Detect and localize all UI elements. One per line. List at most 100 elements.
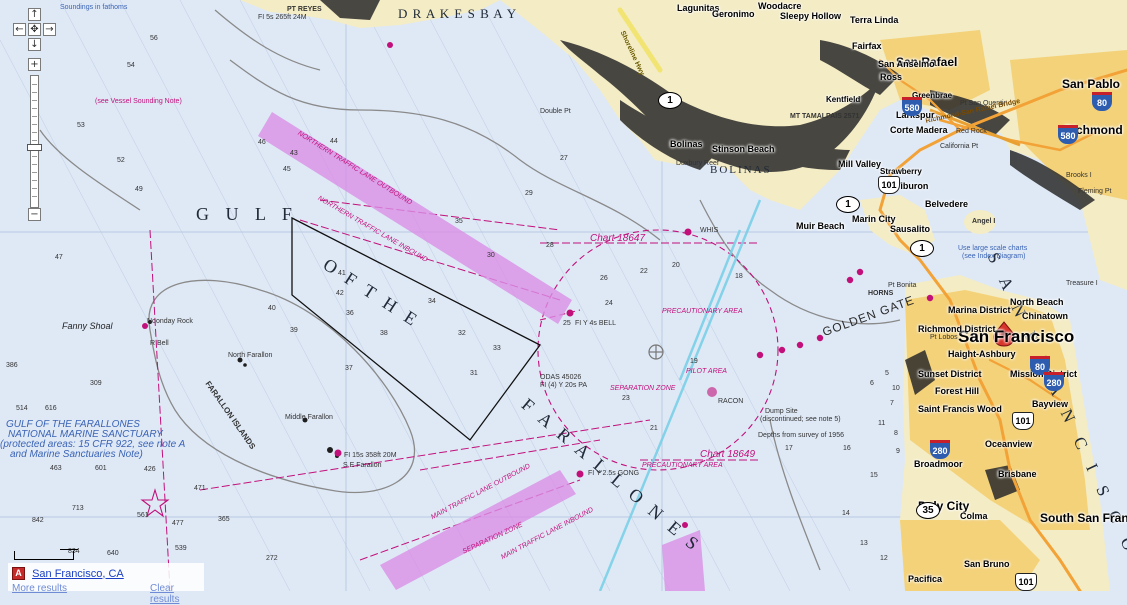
horns-label: HORNS: [868, 290, 894, 297]
zoom-tick: [32, 188, 37, 189]
sounding: 13: [860, 540, 868, 547]
sounding: 38: [380, 330, 388, 337]
pilot-area-label: PILOT AREA: [686, 368, 727, 375]
city-san-rafael[interactable]: San Rafael: [896, 55, 958, 69]
district-bayview[interactable]: Bayview: [1032, 399, 1069, 409]
district-marina[interactable]: Marina District: [948, 305, 1011, 315]
city-ross[interactable]: Ross: [880, 72, 903, 82]
city-terra-linda[interactable]: Terra Linda: [850, 15, 899, 25]
district-haight-ashbury[interactable]: Haight-Ashbury: [948, 349, 1016, 359]
result-location-link[interactable]: San Francisco, CA: [32, 567, 124, 580]
pan-down-button[interactable]: ↓: [28, 38, 41, 51]
racon-label: RACON: [718, 398, 744, 405]
bolinas-bay-label: BOLINAS: [710, 164, 772, 176]
city-mill-valley[interactable]: Mill Valley: [838, 159, 882, 169]
result-row[interactable]: A San Francisco, CA: [12, 567, 124, 580]
city-corte-madera[interactable]: Corte Madera: [890, 125, 948, 135]
i80-shield-sf: 80: [1030, 356, 1050, 375]
pt-reyes-label: PT REYES: [287, 6, 322, 13]
sounding: 35: [455, 218, 463, 225]
double-point-label: Double Pt: [540, 108, 571, 115]
pan-center-button[interactable]: ✥: [28, 23, 41, 36]
pan-right-button[interactable]: →: [43, 23, 56, 36]
city-san-anselmo[interactable]: San Anselmo: [878, 59, 935, 69]
city-richmond[interactable]: Richmond: [1064, 123, 1123, 137]
treasure-island-label: Treasure I: [1066, 280, 1098, 287]
city-sleepy-hollow[interactable]: Sleepy Hollow: [780, 11, 842, 21]
city-greenbrae[interactable]: Greenbrae: [912, 91, 953, 100]
chart-18649-label: Chart 18649: [700, 449, 756, 460]
hwy-1-shield-north: 1: [658, 92, 682, 109]
brooks-island-label: Brooks I: [1066, 172, 1092, 179]
duxbury-reef-label: Duxbury Reef: [676, 160, 719, 167]
nautical-chart-map[interactable]: D R A K E S B A Y G U L F O F T H E F A …: [0, 0, 1127, 591]
city-muir-beach[interactable]: Muir Beach: [796, 221, 845, 231]
district-forest-hill[interactable]: Forest Hill: [935, 386, 980, 396]
sounding: 37: [345, 365, 353, 372]
city-bolinas[interactable]: Bolinas: [670, 139, 703, 149]
city-marin-city[interactable]: Marin City: [852, 214, 896, 224]
bell-label: R Bell: [150, 340, 169, 347]
dump-site-label: Dump Site: [765, 408, 798, 415]
city-stinson-beach[interactable]: Stinson Beach: [712, 144, 775, 154]
soundings-note: Soundings in fathoms: [60, 4, 128, 11]
city-colma[interactable]: Colma: [960, 511, 988, 521]
clear-results-link[interactable]: Clear results: [150, 583, 180, 605]
location-pin[interactable]: [993, 321, 1015, 347]
sounding: 24: [605, 300, 613, 307]
sanctuary-note-3: (protected areas: 15 CFR 922, see note A: [0, 439, 186, 450]
city-kentfield[interactable]: Kentfield: [826, 95, 861, 104]
city-belvedere[interactable]: Belvedere: [925, 199, 969, 209]
city-tiburon[interactable]: Tiburon: [895, 181, 929, 191]
sounding: 22: [640, 268, 648, 275]
sounding: 42: [336, 290, 344, 297]
hwy-101-shield-marin: 101: [878, 176, 900, 194]
deep-sounding: 601: [95, 465, 107, 472]
zoom-tick: [32, 132, 37, 133]
sounding: 15: [870, 472, 878, 479]
zoom-tick: [32, 100, 37, 101]
city-brisbane[interactable]: Brisbane: [998, 469, 1037, 479]
city-sausalito[interactable]: Sausalito: [890, 224, 931, 234]
city-geronimo[interactable]: Geronimo: [712, 9, 755, 19]
zoom-slider-thumb[interactable]: [27, 144, 42, 151]
city-lagunitas[interactable]: Lagunitas: [677, 3, 720, 13]
deep-sounding: 426: [144, 466, 156, 473]
zoom-out-button[interactable]: −: [28, 208, 41, 221]
i80-shield-east: 80: [1092, 92, 1112, 111]
city-south-san-francisco[interactable]: South San Francisco: [1040, 511, 1127, 525]
sounding-note: (see Vessel Sounding Note): [95, 98, 182, 105]
deep-sounding: 713: [72, 505, 84, 512]
zoom-slider-track[interactable]: [27, 75, 42, 208]
district-sunset[interactable]: Sunset District: [918, 369, 982, 379]
zoom-tick: [32, 164, 37, 165]
odas-buoy-label: ODAS 45026: [540, 374, 582, 381]
more-results-link[interactable]: More results: [12, 583, 68, 594]
sounding: 30: [487, 252, 495, 259]
city-broadmoor[interactable]: Broadmoor: [914, 459, 963, 469]
i280-shield-south: 280: [930, 440, 950, 459]
city-san-bruno[interactable]: San Bruno: [964, 559, 1010, 569]
sounding: 31: [470, 370, 478, 377]
district-saint-francis-wood[interactable]: Saint Francis Wood: [918, 404, 1002, 414]
city-pacifica[interactable]: Pacifica: [908, 574, 943, 584]
pan-up-button[interactable]: ↑: [28, 8, 41, 21]
city-san-pablo[interactable]: San Pablo: [1062, 77, 1121, 91]
city-woodacre[interactable]: Woodacre: [758, 1, 802, 11]
city-fairfax[interactable]: Fairfax: [852, 41, 882, 51]
sounding: 14: [842, 510, 850, 517]
pan-left-button[interactable]: ←: [13, 23, 26, 36]
chart-18647-label: Chart 18647: [590, 233, 646, 244]
deep-sounding: 561: [137, 512, 149, 519]
zoom-in-button[interactable]: +: [28, 58, 41, 71]
district-richmond[interactable]: Richmond District: [918, 324, 996, 334]
deep-sounding: 539: [175, 545, 187, 552]
city-san-francisco[interactable]: San Francisco: [958, 327, 1075, 346]
city-strawberry[interactable]: Strawberry: [880, 167, 922, 176]
district-oceanview[interactable]: Oceanview: [985, 439, 1033, 449]
sounding: 33: [493, 345, 501, 352]
sounding: 41: [338, 270, 346, 277]
zoom-tick: [32, 116, 37, 117]
district-chinatown[interactable]: Chinatown: [1022, 311, 1068, 321]
district-north-beach[interactable]: North Beach: [1010, 297, 1064, 307]
